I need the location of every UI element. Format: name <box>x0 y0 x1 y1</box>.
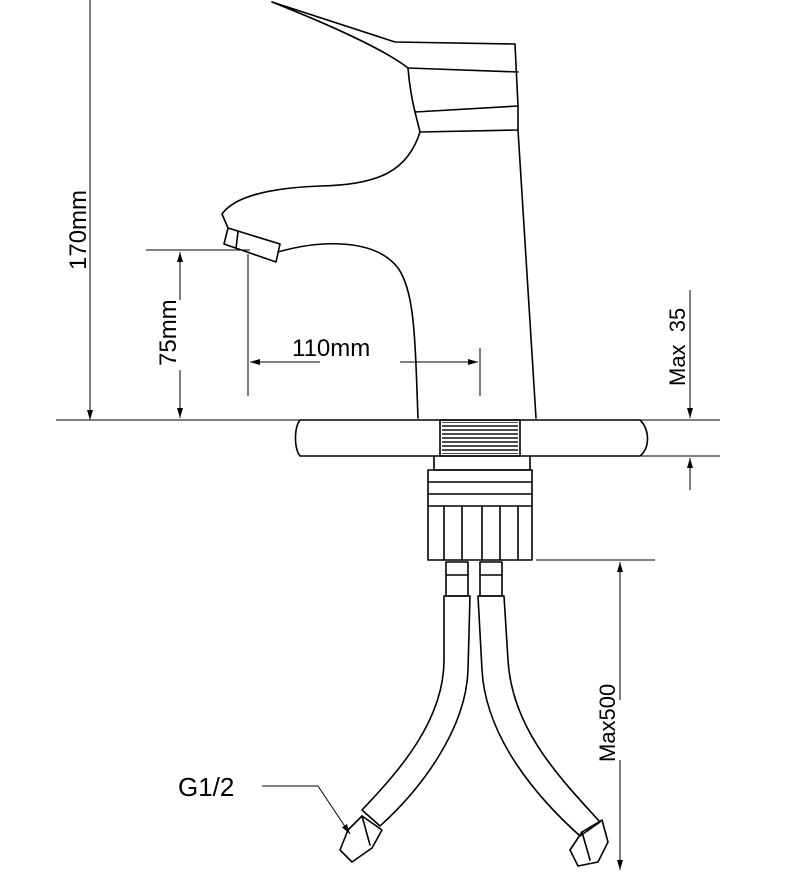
hose-connector-left <box>445 561 469 597</box>
dim-spout-height-label: 75mm <box>155 299 182 366</box>
dim-hose-length-label: Max500 <box>595 684 620 762</box>
body-cap <box>414 105 519 133</box>
handle-lever <box>271 1 519 113</box>
spout-lower <box>277 243 419 419</box>
thread-label: G1/2 <box>178 772 234 802</box>
thread-callout: G1/2 <box>178 772 351 835</box>
hose-nut-right <box>569 819 609 867</box>
dim-total-height: 170mm <box>65 0 93 420</box>
body-right-edge <box>517 129 537 419</box>
dim-total-height-label: 170mm <box>65 190 92 270</box>
dim-spout-reach-label: 110mm <box>292 335 370 362</box>
dim-hose-length: Max500 <box>536 559 655 870</box>
dim-deck-thickness: Max 35 <box>640 290 720 490</box>
hose-connector-right <box>479 561 503 597</box>
hose-right <box>477 595 601 837</box>
faucet-body <box>221 1 537 419</box>
dim-spout-reach: 110mm <box>247 254 481 396</box>
dim-spout-height: 75mm <box>146 249 250 418</box>
handle-line <box>407 67 519 73</box>
aerator <box>223 227 281 263</box>
aerator-line <box>235 231 239 249</box>
supply-hoses <box>339 561 609 867</box>
mounting-nut <box>427 455 533 561</box>
dim-deck-thickness-label: Max 35 <box>665 308 690 386</box>
threaded-shank <box>439 419 521 457</box>
spout-upper <box>221 131 421 229</box>
hose-left <box>361 595 471 827</box>
countertop-section <box>56 419 649 457</box>
